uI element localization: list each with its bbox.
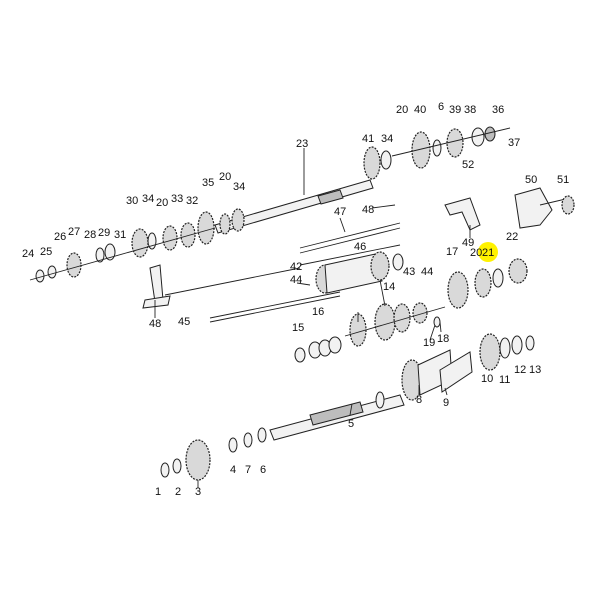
callout-17: 17 (446, 246, 458, 258)
callout-labels: 20 40 6 39 38 36 41 34 37 52 23 50 51 35… (22, 101, 569, 498)
callout-8: 8 (416, 394, 422, 406)
callout-18: 18 (437, 333, 449, 345)
callout-15: 15 (292, 322, 304, 334)
callout-11: 11 (499, 374, 510, 386)
callout-47: 47 (334, 206, 346, 218)
callout-45: 45 (178, 316, 190, 328)
upper-gear-cluster (363, 126, 511, 180)
callout-34: 34 (381, 133, 393, 145)
callout-16: 16 (312, 306, 324, 318)
callout-50: 50 (525, 174, 537, 186)
callout-51: 51 (557, 174, 569, 186)
callout-6b: 6 (260, 464, 266, 476)
callout-34c: 34 (142, 193, 154, 205)
callout-41: 41 (362, 133, 374, 145)
callout-7: 7 (245, 464, 251, 476)
callout-20: 20 (396, 104, 408, 116)
callout-35: 35 (202, 177, 214, 189)
callout-20d: 20 (470, 247, 482, 259)
gear-3-group (160, 427, 267, 481)
callout-32: 32 (186, 195, 198, 207)
callout-31: 31 (114, 229, 126, 241)
callout-2: 2 (175, 486, 181, 498)
callout-3: 3 (195, 486, 201, 498)
callout-33: 33 (171, 193, 183, 205)
callout-38: 38 (464, 104, 476, 116)
counter-shaft (344, 302, 446, 347)
callout-10: 10 (481, 373, 493, 385)
callout-14: 14 (383, 281, 395, 293)
callout-highlight (478, 242, 498, 262)
callout-44a: 44 (290, 274, 302, 286)
callout-21: 21 (482, 247, 494, 259)
fork-assembly-right (514, 187, 575, 229)
callout-26: 26 (54, 231, 66, 243)
upper-shaft (214, 179, 374, 235)
callout-6: 6 (438, 101, 444, 113)
callout-48a: 48 (362, 204, 374, 216)
callout-30: 30 (126, 195, 138, 207)
callout-43: 43 (403, 266, 415, 278)
callout-46: 46 (354, 241, 366, 253)
middle-hub (315, 251, 404, 294)
washers-15-16 (294, 336, 342, 363)
shift-fork-left (142, 264, 171, 309)
main-shaft (269, 391, 405, 441)
callout-39: 39 (449, 104, 461, 116)
callout-37: 37 (508, 137, 520, 149)
callout-9: 9 (443, 397, 449, 409)
callout-49: 49 (462, 237, 474, 249)
selector-rods (164, 222, 401, 323)
callout-20b: 20 (219, 171, 231, 183)
callout-19: 19 (423, 337, 435, 349)
callout-12: 12 (514, 364, 526, 376)
callout-27: 27 (68, 226, 80, 238)
callout-29: 29 (98, 227, 110, 239)
callout-25: 25 (40, 246, 52, 258)
left-gear-stack (29, 211, 216, 283)
callout-4: 4 (230, 464, 236, 476)
callout-20c: 20 (156, 197, 168, 209)
callout-40: 40 (414, 104, 426, 116)
callout-1: 1 (155, 486, 161, 498)
callout-13: 13 (529, 364, 541, 376)
callout-36: 36 (492, 104, 504, 116)
leader-lines (154, 148, 471, 488)
callout-5: 5 (348, 418, 354, 430)
output-assembly (401, 333, 535, 401)
callout-28: 28 (84, 229, 96, 241)
callout-44b: 44 (421, 266, 433, 278)
callout-52: 52 (462, 159, 474, 171)
callout-48b: 48 (149, 318, 161, 330)
callout-23: 23 (296, 138, 308, 150)
callout-34b: 34 (233, 181, 245, 193)
callout-24: 24 (22, 248, 34, 260)
callout-42: 42 (290, 261, 302, 273)
callout-22: 22 (506, 231, 518, 243)
